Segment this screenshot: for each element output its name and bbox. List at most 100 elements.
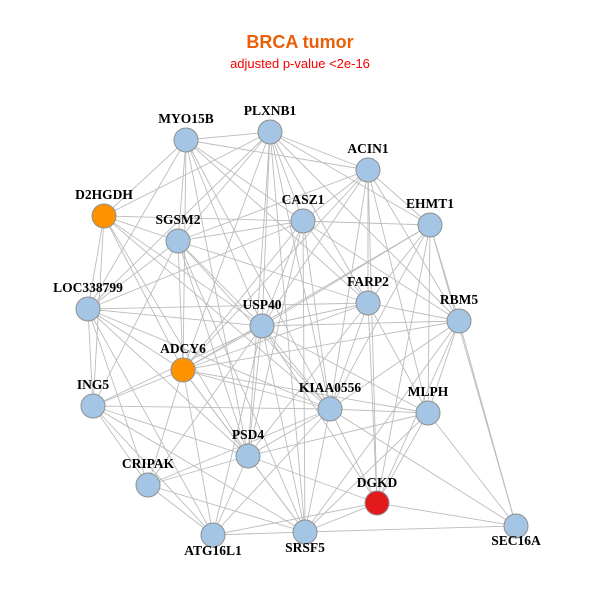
edge — [329, 302, 369, 410]
node-MLPH — [415, 400, 441, 426]
node-MYO15B — [173, 127, 199, 153]
node-label-D2HGDH: D2HGDH — [75, 187, 133, 202]
edge — [177, 220, 304, 242]
edge — [182, 302, 369, 371]
node-ADCY6 — [170, 357, 196, 383]
edge — [427, 224, 431, 414]
node-label-FARP2: FARP2 — [347, 274, 389, 289]
edge — [92, 405, 331, 410]
node-PSD4 — [235, 443, 261, 469]
edge — [269, 131, 431, 226]
edge — [92, 405, 214, 536]
edge — [185, 139, 369, 171]
edge — [182, 369, 214, 536]
edge — [261, 169, 369, 327]
node-label-RBM5: RBM5 — [440, 292, 478, 307]
edge — [302, 220, 306, 533]
edge — [367, 169, 429, 414]
edge — [87, 308, 249, 457]
edge — [247, 412, 429, 457]
node-CRIPAK — [135, 472, 161, 498]
edge — [103, 215, 249, 457]
node-DGKD — [364, 490, 390, 516]
edge — [185, 139, 331, 410]
node-CASZ1 — [290, 208, 316, 234]
edge — [92, 405, 306, 533]
edge — [247, 302, 369, 457]
edge — [182, 369, 331, 410]
node-label-LOC338799: LOC338799 — [53, 280, 123, 295]
edge — [329, 408, 378, 504]
node-SEC16A — [503, 513, 529, 539]
edge — [103, 215, 331, 410]
node-D2HGDH — [91, 203, 117, 229]
edge — [247, 408, 331, 457]
edge — [329, 408, 517, 527]
node-label-EHMT1: EHMT1 — [406, 196, 454, 211]
edge — [329, 224, 431, 410]
edge — [87, 240, 179, 310]
node-ACIN1 — [355, 157, 381, 183]
node-PLXNB1 — [257, 119, 283, 145]
node-KIAA0556 — [317, 396, 343, 422]
edge — [147, 455, 249, 486]
edge — [304, 502, 378, 533]
edge — [177, 240, 184, 371]
edge — [367, 302, 429, 414]
edge — [458, 320, 517, 527]
node-LOC338799 — [75, 296, 101, 322]
edge — [247, 325, 263, 457]
edge — [182, 220, 304, 371]
edge — [269, 131, 369, 171]
node-EHMT1 — [417, 212, 443, 238]
edge — [87, 308, 331, 410]
edge — [182, 325, 263, 371]
edge — [87, 308, 94, 407]
node-label-ATG16L1: ATG16L1 — [184, 543, 242, 558]
node-USP40 — [249, 313, 275, 339]
edge — [103, 215, 263, 327]
edge — [87, 308, 214, 536]
node-label-ING5: ING5 — [77, 377, 110, 392]
edge — [185, 139, 369, 304]
node-ING5 — [80, 393, 106, 419]
edge — [247, 131, 271, 457]
edge — [269, 131, 304, 222]
edge — [329, 320, 460, 410]
edge — [177, 131, 271, 242]
edge — [177, 240, 306, 533]
edge — [302, 220, 331, 410]
edge — [376, 224, 431, 504]
edge — [261, 320, 460, 327]
edge — [376, 502, 517, 527]
edge — [261, 220, 304, 327]
edge — [87, 139, 187, 310]
edge — [87, 308, 263, 327]
node-label-ACIN1: ACIN1 — [347, 141, 389, 156]
node-FARP2 — [355, 290, 381, 316]
edge — [185, 139, 263, 327]
edge — [261, 302, 369, 327]
node-label-SGSM2: SGSM2 — [155, 212, 200, 227]
edge — [367, 224, 431, 304]
node-label-CRIPAK: CRIPAK — [122, 456, 175, 471]
edge — [177, 240, 369, 304]
node-label-CASZ1: CASZ1 — [282, 192, 325, 207]
edge — [92, 369, 184, 407]
node-label-KIAA0556: KIAA0556 — [299, 380, 362, 395]
edge — [185, 139, 249, 457]
edge — [261, 325, 331, 410]
edge — [177, 169, 369, 242]
edge — [177, 139, 187, 242]
edge — [177, 240, 263, 327]
edge — [261, 325, 429, 414]
edge — [103, 215, 304, 222]
edge — [92, 405, 249, 457]
edge — [147, 484, 214, 536]
edge — [212, 502, 378, 536]
edge — [212, 531, 306, 536]
edge — [87, 220, 304, 310]
edge — [302, 220, 431, 226]
edge — [367, 169, 431, 226]
